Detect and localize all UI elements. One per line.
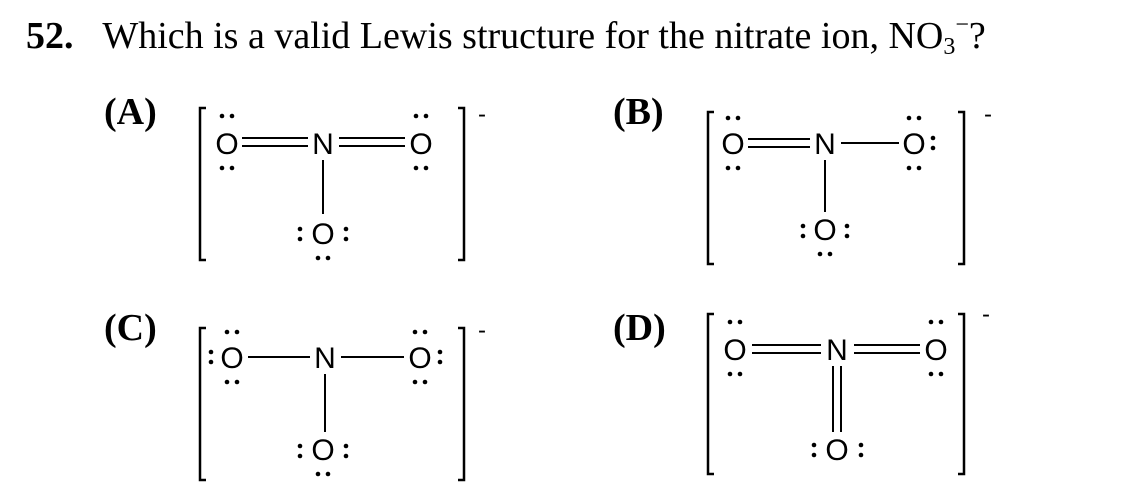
bond-right-double [854, 344, 920, 354]
oxygen-bottom: O [813, 214, 836, 247]
oxygen-right: O [408, 342, 431, 375]
oxygen-right: O [409, 128, 432, 161]
oxygen-left: O [721, 128, 744, 161]
question-stem: Which is a valid Lewis structure for the… [102, 15, 944, 57]
oxygen-left: O [220, 342, 243, 375]
oxygen-bottom: O [311, 434, 334, 467]
question-number: 52. [26, 15, 74, 57]
right-bracket [458, 106, 466, 262]
lewis-structure-b-svg: - O N O O [706, 101, 992, 266]
lewis-structure-d[interactable]: - O N O O [704, 301, 1004, 478]
nitrogen-center: N [312, 128, 334, 161]
lone-pairs [725, 115, 936, 257]
oxygen-bottom: O [311, 218, 334, 251]
oxygen-right: O [924, 334, 947, 367]
bond-left-double [752, 344, 821, 354]
oxygen-left: O [215, 128, 238, 161]
nitrogen-center: N [826, 334, 848, 367]
question-text: 52. Which is a valid Lewis structure for… [26, 12, 986, 60]
formula-subscript: 3 [943, 34, 956, 60]
oxygen-left: O [723, 334, 746, 367]
right-bracket [958, 110, 966, 266]
lone-pairs [727, 319, 944, 458]
lone-pairs [208, 329, 443, 477]
left-bracket [706, 110, 714, 266]
lewis-structure-b[interactable]: - O N O O [704, 101, 1004, 268]
ion-charge: - [984, 101, 992, 128]
bond-bottom-double [832, 366, 842, 432]
lewis-structure-d-svg: - O N O O [706, 301, 990, 476]
oxygen-bottom: O [825, 434, 848, 467]
question-mark: ? [968, 15, 986, 57]
nitrate-formula: 3− [943, 12, 969, 60]
left-bracket [198, 326, 206, 482]
bond-right-double [339, 137, 405, 147]
nitrogen-center: N [314, 342, 336, 375]
nitrogen-center: N [814, 128, 836, 161]
option-label-b[interactable]: (B) [613, 91, 664, 133]
oxygen-right: O [902, 128, 925, 161]
ion-charge: - [478, 101, 486, 128]
lewis-structure-c-svg: - O N O O [198, 317, 486, 482]
right-bracket [458, 326, 466, 482]
ion-charge: - [478, 317, 486, 344]
lewis-structure-a-svg: - O N O O [198, 101, 486, 262]
formula-charge: − [955, 12, 969, 38]
left-bracket [198, 106, 206, 262]
option-label-a[interactable]: (A) [104, 91, 157, 133]
lewis-structure-c[interactable]: - O N O O [196, 317, 496, 484]
left-bracket [706, 312, 714, 476]
lewis-structure-a[interactable]: - O N O O [196, 101, 496, 264]
option-label-c[interactable]: (C) [104, 307, 157, 349]
lone-pairs [219, 113, 429, 261]
bond-left-double [748, 138, 810, 148]
option-label-d[interactable]: (D) [613, 307, 666, 349]
bond-left-double [242, 137, 308, 147]
right-bracket [958, 312, 966, 476]
ion-charge: - [982, 301, 990, 328]
